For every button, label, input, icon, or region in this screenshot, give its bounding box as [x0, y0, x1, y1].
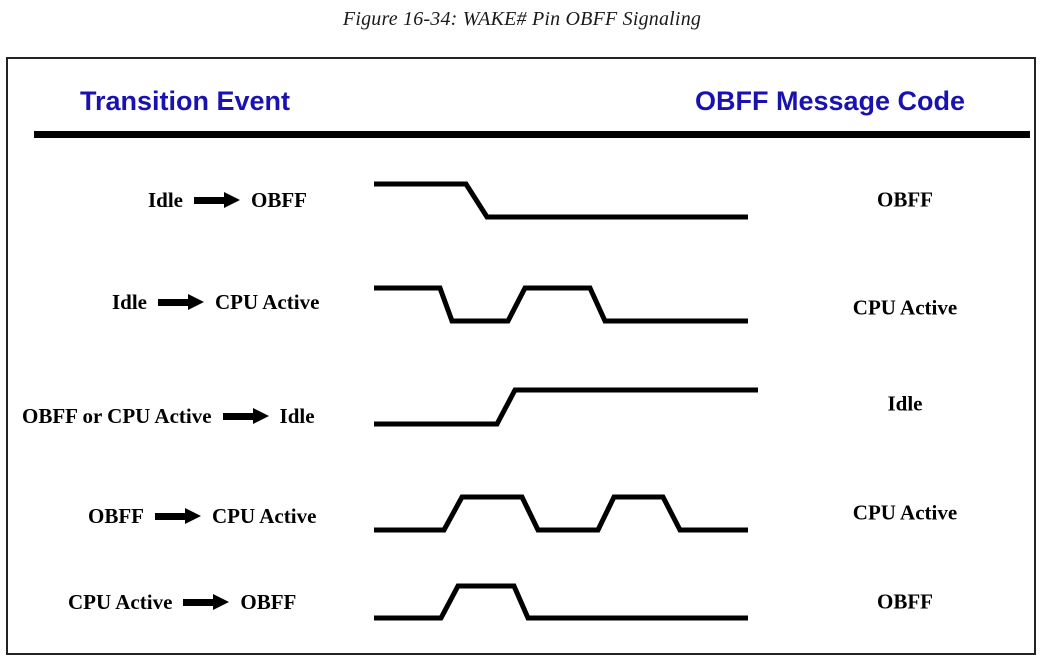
transition-label-row-5: CPU Active OBFF: [68, 587, 296, 617]
transition-to-row-5: OBFF: [240, 589, 297, 614]
figure-frame: [6, 57, 1036, 655]
column-header-transition-event: Transition Event: [80, 86, 291, 116]
right-arrow-icon: [155, 508, 201, 524]
transition-to-row-2: CPU Active: [215, 289, 320, 314]
column-header-obff-message-code: OBFF Message Code: [695, 86, 966, 116]
figure-caption: Figure 16-34: WAKE# Pin OBFF Signaling: [342, 8, 702, 30]
transition-from-row-3: OBFF or CPU Active: [22, 403, 212, 428]
transition-label-row-2: Idle CPU Active: [112, 287, 319, 317]
transition-label-row-1: Idle OBFF: [148, 185, 307, 215]
transition-label-row-3: OBFF or CPU Active Idle: [22, 401, 315, 431]
message-code-row-2: CPU Active: [852, 295, 958, 320]
message-code-row-3: Idle: [887, 391, 923, 416]
right-arrow-icon: [158, 294, 205, 310]
message-code-row-4: CPU Active: [852, 500, 958, 525]
header-divider-rule: [34, 131, 1030, 138]
transition-from-row-1: Idle: [148, 187, 184, 212]
message-code-row-5: OBFF: [877, 589, 933, 614]
transition-from-row-5: CPU Active: [68, 589, 173, 614]
right-arrow-icon: [183, 594, 230, 610]
transition-to-row-4: CPU Active: [212, 503, 317, 528]
transition-from-row-4: OBFF: [88, 503, 144, 528]
transition-to-row-1: OBFF: [251, 187, 308, 212]
transition-label-row-4: OBFF CPU Active: [88, 501, 316, 531]
message-code-row-1: OBFF: [877, 187, 933, 212]
transition-to-row-3: Idle: [279, 403, 315, 428]
right-arrow-icon: [222, 408, 269, 424]
right-arrow-icon: [194, 192, 241, 208]
transition-from-row-2: Idle: [112, 289, 148, 314]
